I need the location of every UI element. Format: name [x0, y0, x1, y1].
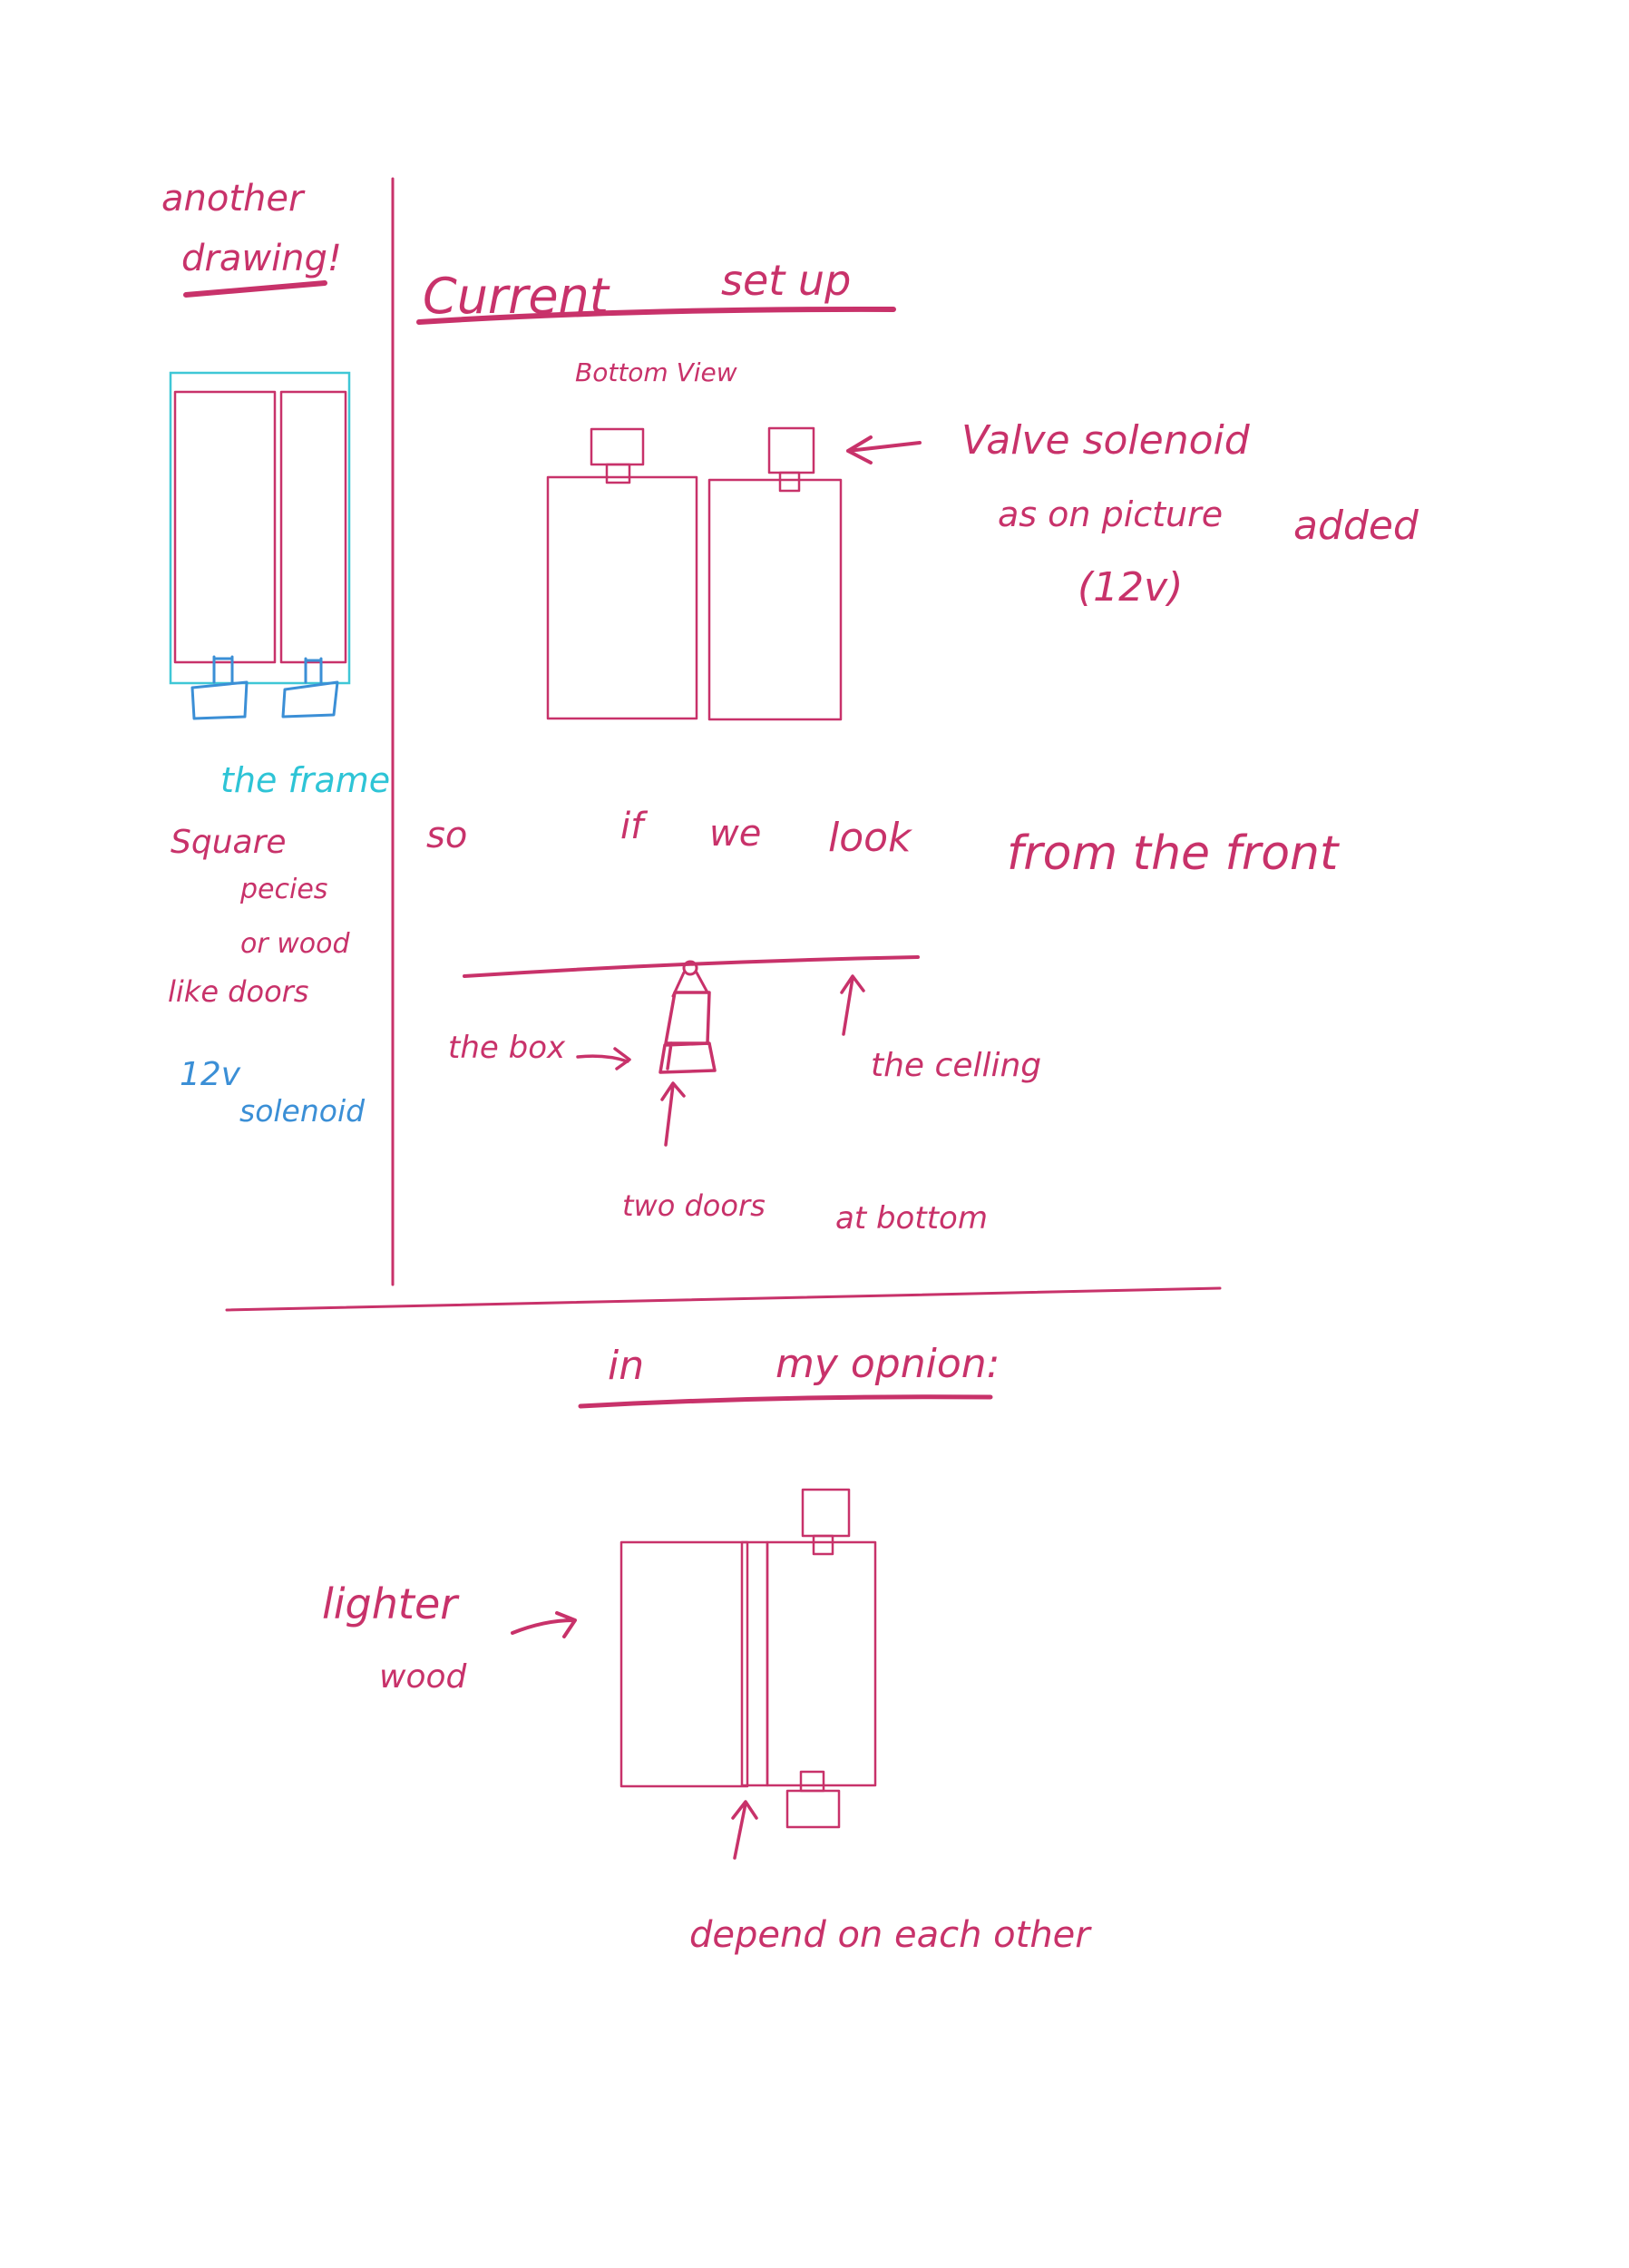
solenoid-note-line1: 12v [180, 1056, 241, 1093]
left-heading-underline [183, 280, 327, 298]
frame-label: the frame [220, 760, 390, 800]
opinion-solenoid-bottom [785, 1789, 841, 1829]
opinion-title-part1: in [608, 1343, 644, 1389]
front-sentence-word5: from the front [1007, 826, 1340, 881]
opinion-solenoid-top-stem [812, 1534, 834, 1556]
opinion-solenoid-bottom-stem [799, 1770, 825, 1793]
depend-label: depend on each other [689, 1914, 1092, 1956]
hanging-box [664, 991, 711, 1045]
valve-solenoid-left-stem [605, 463, 631, 484]
the-box-label: the box [448, 1030, 566, 1066]
square-note-line4: like doors [168, 974, 308, 1009]
horizontal-divider [225, 1286, 1222, 1312]
at-bottom-label: at bottom [835, 1200, 988, 1237]
square-note-line1: Square [171, 824, 287, 861]
hanging-box-doors [658, 1041, 717, 1074]
current-setup-underline [416, 306, 896, 325]
bottom-view-label: Bottom View [575, 357, 737, 387]
opinion-title-part2: my opnion: [775, 1341, 1000, 1387]
front-sentence-word1: so [426, 815, 467, 856]
ceiling-arrow [840, 974, 865, 1036]
valve-note-line2: as on picture [998, 494, 1223, 534]
frame-solenoid-right [281, 657, 339, 719]
valve-note-line3: (12v) [1078, 564, 1183, 611]
square-note-line2: pecies [239, 874, 327, 905]
bottom-view-box-left [546, 475, 698, 720]
lighter-wood-line1: lighter [322, 1579, 460, 1628]
ceiling-label: the celling [871, 1047, 1041, 1084]
left-heading-line2: drawing! [181, 238, 342, 279]
opinion-lighter-strip [740, 1540, 769, 1787]
lighter-wood-line2: wood [379, 1658, 467, 1696]
two-doors-label: two doors [622, 1188, 766, 1223]
frame-outline [169, 371, 351, 685]
left-heading-line1: another [161, 178, 306, 220]
doors-arrow [660, 1081, 686, 1147]
box-hook [682, 960, 698, 976]
ceiling-line [463, 955, 920, 978]
front-sentence-word3: we [709, 813, 761, 855]
current-setup-title-part2: set up [721, 256, 851, 305]
valve-solenoid-right-stem [778, 471, 801, 493]
added-note: added [1293, 503, 1419, 549]
solenoid-note-line2: solenoid [239, 1093, 366, 1129]
frame-panel-right [279, 390, 347, 664]
opinion-underline [578, 1394, 993, 1409]
valve-solenoid-left [590, 427, 645, 466]
frame-panel-left [173, 390, 277, 664]
front-sentence-word4: look [828, 815, 912, 861]
valve-note-line1: Valve solenoid [961, 417, 1251, 464]
depend-arrow [731, 1800, 758, 1860]
opinion-door-left [619, 1540, 749, 1788]
the-box-arrow [576, 1047, 631, 1070]
frame-solenoid-left [190, 655, 249, 720]
front-sentence-word2: if [620, 806, 649, 847]
valve-solenoid-right [767, 426, 815, 474]
opinion-solenoid-top [801, 1488, 851, 1538]
lighter-wood-arrow [511, 1611, 577, 1638]
square-note-line3: or wood [240, 928, 350, 960]
opinion-door-right [766, 1540, 877, 1787]
bottom-view-box-right [707, 478, 843, 721]
valve-arrow [846, 435, 922, 464]
